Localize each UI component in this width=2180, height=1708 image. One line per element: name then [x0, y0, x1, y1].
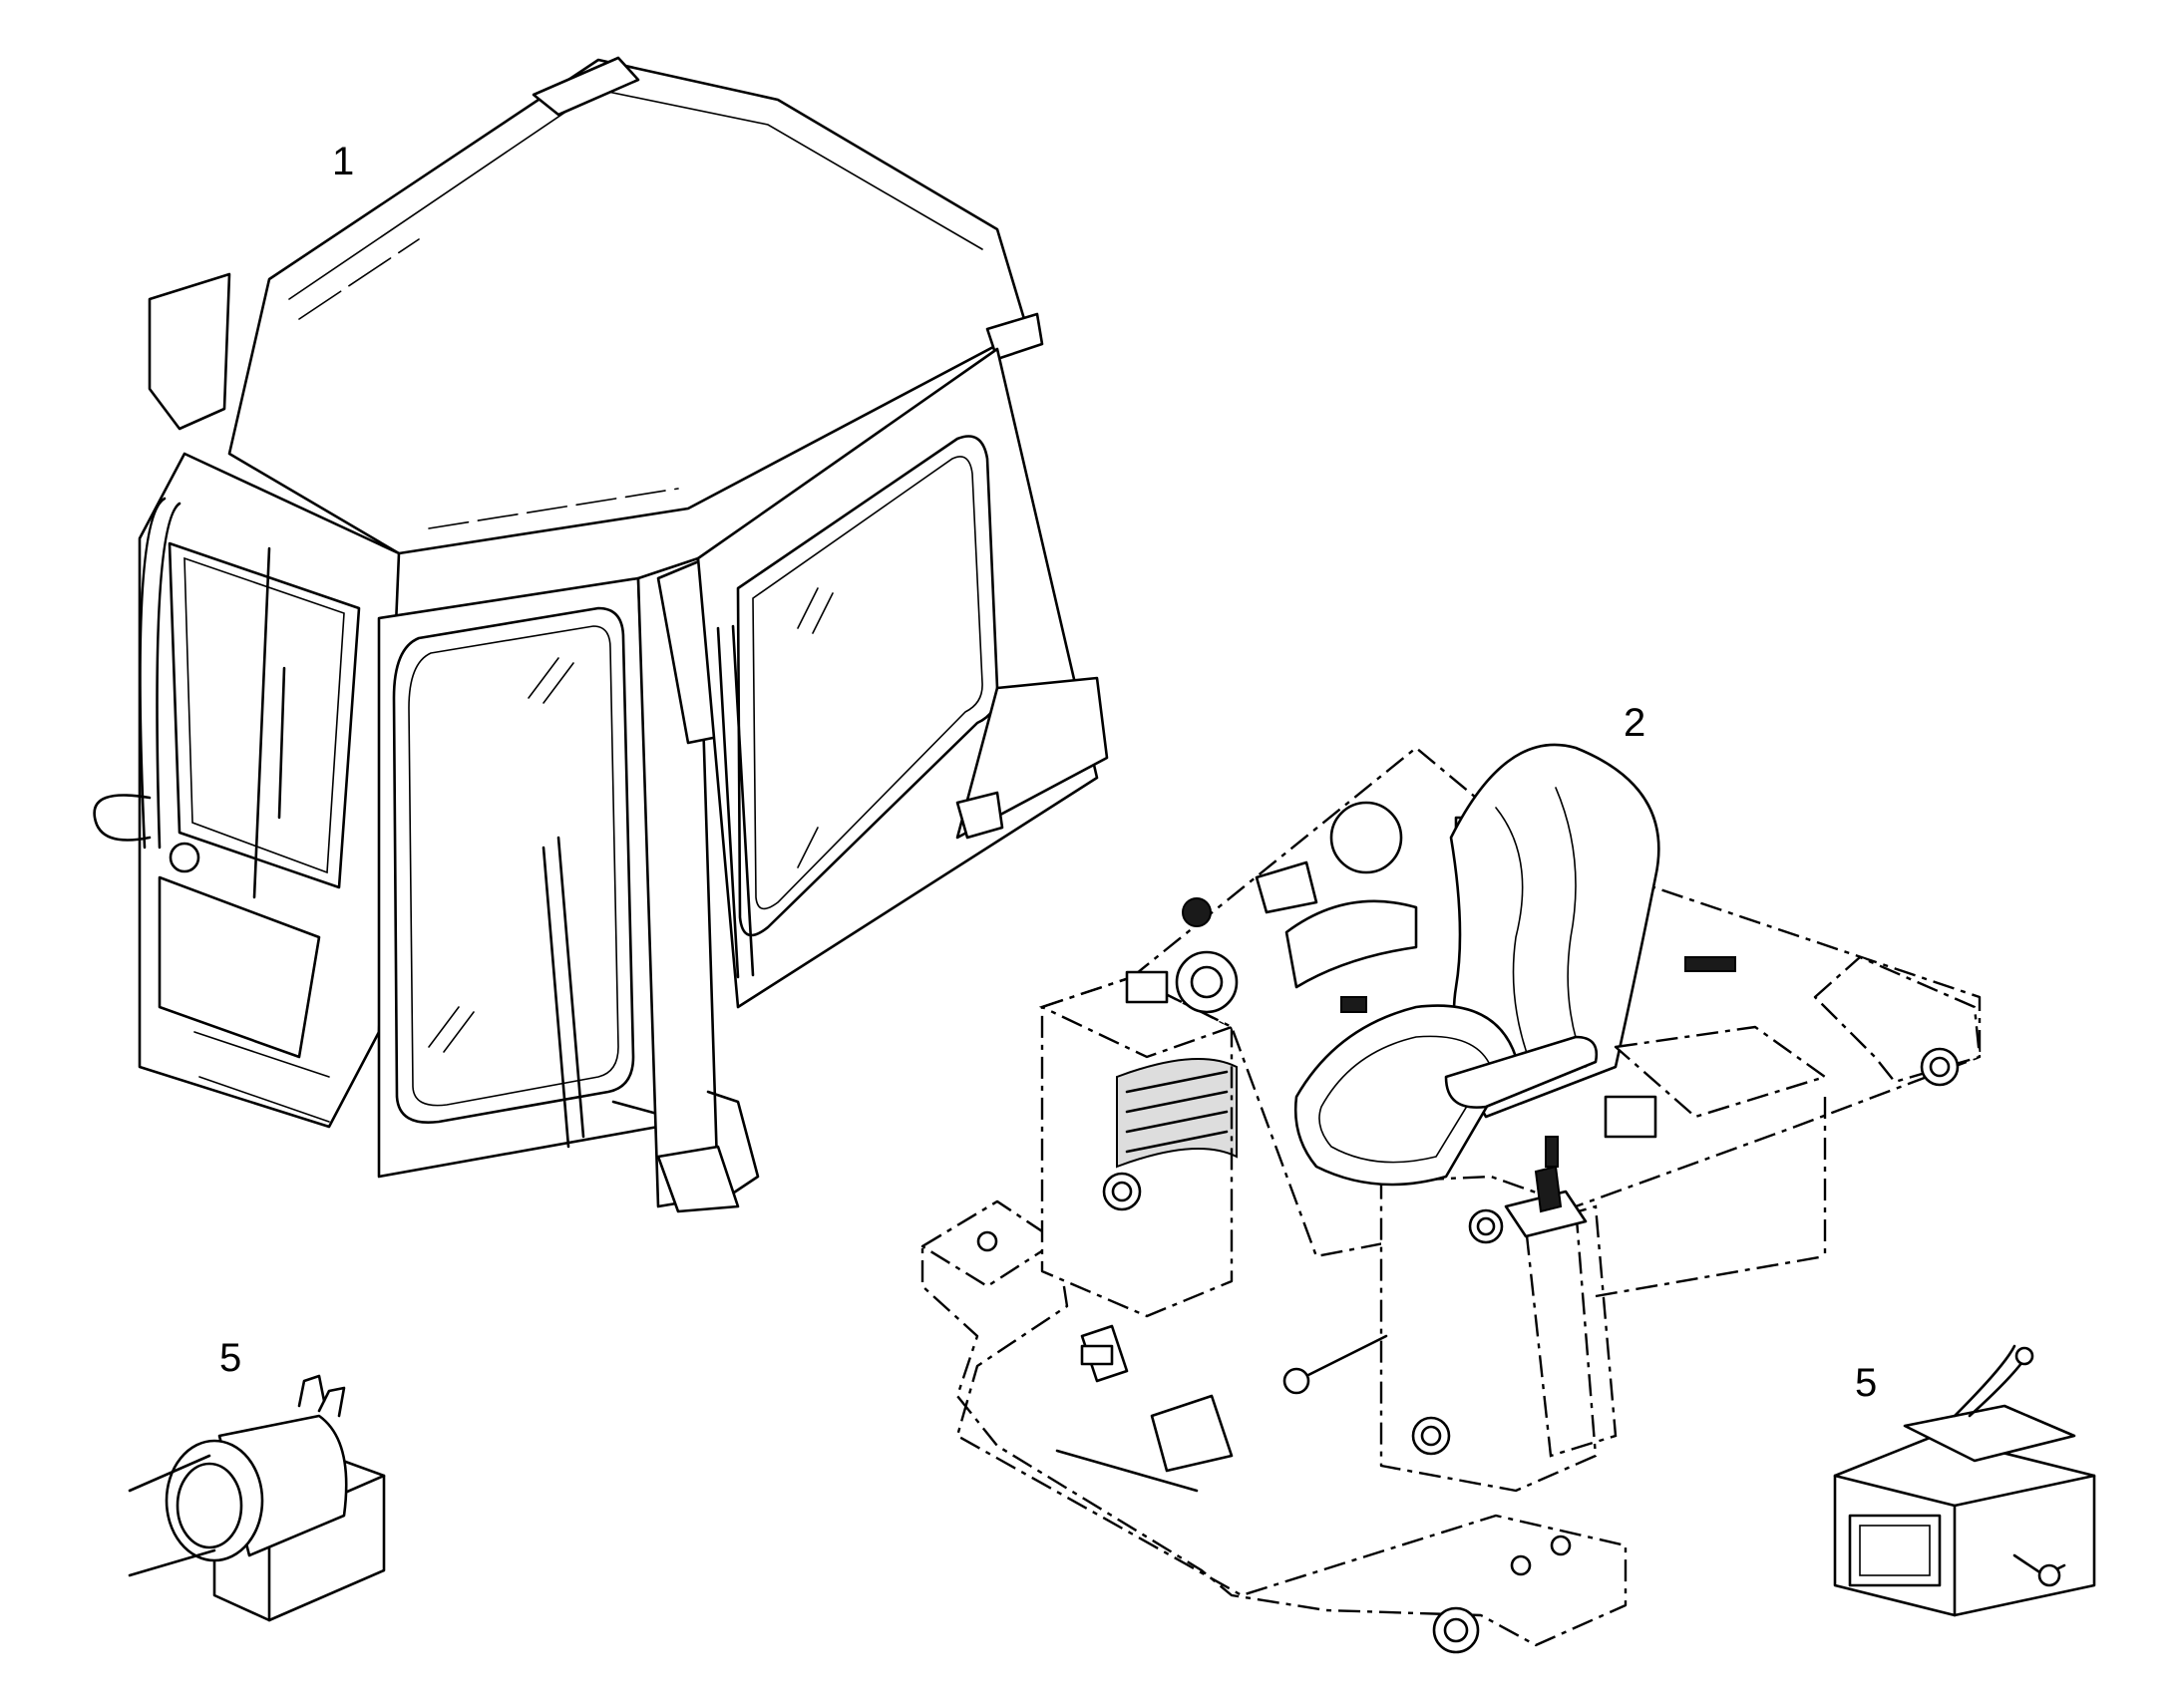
lever-knob	[1282, 1367, 1310, 1395]
ac-compressor	[128, 1374, 386, 1622]
callout-compressor: 5	[219, 1336, 241, 1380]
right-console	[1379, 1175, 1598, 1493]
cab-rear-side	[696, 347, 1099, 1009]
cab-assembly	[93, 56, 1109, 1213]
control-joystick	[1504, 1136, 1588, 1238]
callout-operator-platform: 2	[1624, 701, 1645, 745]
callout-evaporator: 5	[1855, 1361, 1877, 1405]
cab-front-window	[168, 541, 361, 889]
evaporator-grille	[1848, 1514, 1942, 1587]
platform-floor-pedal	[1150, 1394, 1234, 1473]
platform-base-plate	[920, 1199, 1628, 1647]
callout-cab: 1	[332, 140, 354, 183]
cab-side-door	[377, 576, 660, 1179]
operator-platform-assembly	[920, 743, 1982, 1654]
front-wiper-arm	[252, 546, 271, 899]
seat-armrest	[1444, 1035, 1599, 1109]
ac-evaporator-unit	[1833, 1344, 2096, 1617]
cab-door-window	[392, 606, 635, 1125]
door-wiper-arm	[542, 846, 570, 1149]
seat-cushion	[1293, 1004, 1518, 1187]
operator-seat	[1293, 743, 1660, 1187]
front-grab-handle	[139, 497, 182, 850]
seat-backrest	[1449, 743, 1660, 1119]
